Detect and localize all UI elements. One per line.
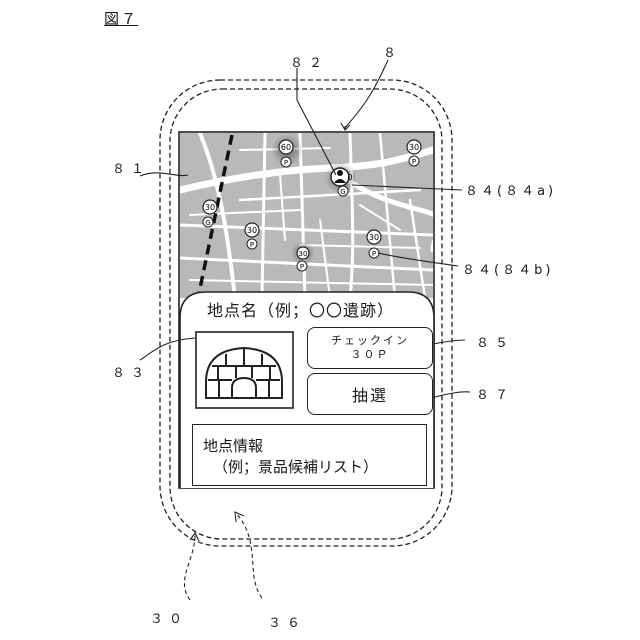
marker-sub: P [284,159,288,167]
dashed-leaders [184,512,262,600]
ref-84b: ８４(８４b) [462,259,553,278]
checkin-button[interactable]: チェックイン ３０Ｐ [307,327,433,369]
ref-82: ８２ [290,52,328,71]
checkin-label: チェックイン [331,334,409,348]
marker-sub: P [372,250,376,258]
site-name: 地点名（例；〇〇遺跡） [207,297,394,321]
site-info-subtitle: （例；景品候補リスト） [213,456,378,477]
ref-30: ３０ [150,608,188,627]
ref-84a: ８４(８４a) [465,180,556,199]
checkin-points: ３０Ｐ [351,348,390,362]
site-image [196,332,293,408]
marker-label: 30 [409,143,419,152]
ref-8: ８ [383,42,402,61]
person-icon [337,170,343,176]
marker-sub: P [300,263,304,271]
ref-83: ８３ [112,362,150,381]
ref-85: ８５ [476,332,514,351]
ref-87: ８７ [476,384,514,403]
map-area[interactable] [180,133,442,298]
marker-sub: G [340,188,345,196]
marker-sub: P [412,158,416,166]
lottery-button[interactable]: 抽選 [307,373,433,415]
marker-sub: P [250,241,254,249]
marker-sub: G [205,219,210,227]
site-info-title: 地点情報 [203,435,263,456]
marker-label: 0 [347,173,352,182]
ref-81: ８１ [112,158,150,177]
ref-36: ３６ [268,612,306,631]
marker-label: 30 [247,226,257,235]
marker-label: 30 [299,250,308,258]
site-info-box: 地点情報 （例；景品候補リスト） [192,424,427,486]
marker-label: 60 [281,143,291,152]
marker-label: 30 [205,203,215,212]
marker-label: 30 [369,233,379,242]
